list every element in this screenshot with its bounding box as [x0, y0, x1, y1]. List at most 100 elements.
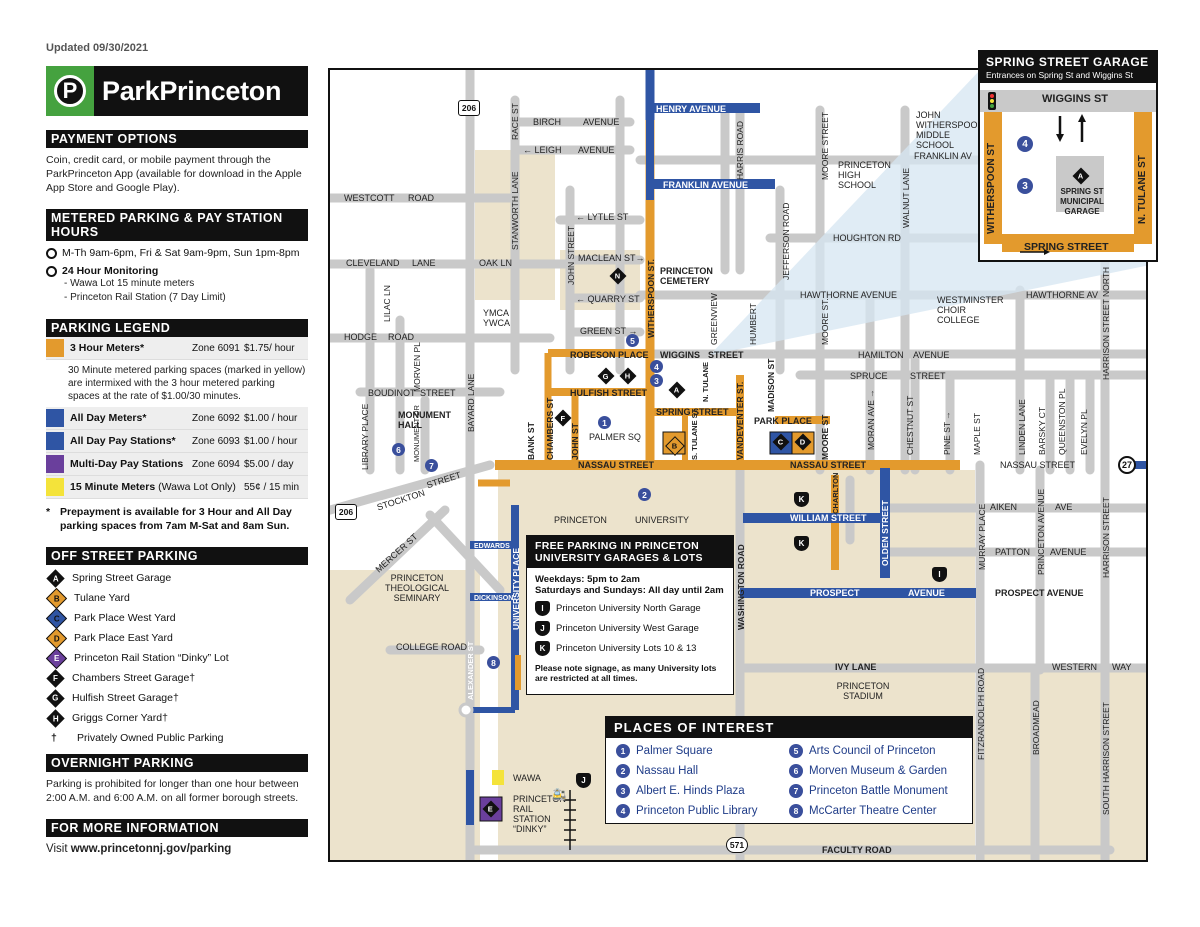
free-note: Please note signage, as many University … [535, 663, 717, 683]
label-bank-st: BANK ST [526, 422, 536, 460]
poi-pin-4[interactable]: 4 [650, 360, 663, 373]
place-item[interactable]: 4 Princeton Public Library [616, 802, 789, 819]
label-lytle: ← LYTLE ST [576, 212, 629, 222]
label-washington-road: WASHINGTON ROAD [736, 544, 746, 630]
legend-swatch [46, 409, 64, 427]
label-harrison-street: HARRISON STREET [1101, 497, 1111, 578]
garage-i-icon: I [535, 601, 550, 616]
label-avenue: AVENUE [1050, 547, 1087, 557]
place-item[interactable]: 1 Palmer Square [616, 742, 789, 759]
label-hodge: HODGE [344, 332, 378, 342]
poi-pin-6[interactable]: 6 [392, 443, 405, 456]
witherspoon-road [984, 112, 1002, 244]
hours-sub-1: - Wawa Lot 15 minute meters [64, 278, 195, 289]
label-jefferson-road: JEFFERSON ROAD [781, 202, 791, 280]
label-hawthorne-av: HAWTHORNE AV [1026, 290, 1099, 300]
label-avenue: AVENUE [908, 588, 945, 598]
poi-pin-2[interactable]: 2 [638, 488, 651, 501]
poi-pin-5[interactable]: 5 [626, 334, 639, 347]
place-label: Nassau Hall [636, 764, 698, 777]
label-broadmead: BROADMEAD [1031, 700, 1041, 755]
place-label: Arts Council of Princeton [809, 744, 936, 757]
label-walnut-lane: WALNUT LANE [901, 168, 911, 228]
more-info-link[interactable]: www.princetonnj.gov/parking [70, 843, 232, 855]
free-weekdays: Weekdays: 5pm to 2am [535, 574, 640, 585]
legend-swatch [46, 455, 64, 473]
route-571-shield: 571 [726, 837, 748, 853]
inset-spring-label: SPRING STREET [1024, 241, 1109, 253]
more-info-text: Visit www.princetonnj.gov/parking [46, 842, 308, 856]
marker-k-lot[interactable]: K [794, 536, 809, 551]
label-ywca: YWCA [483, 318, 510, 328]
label-stanworth: STANWORTH LANE [510, 171, 520, 250]
railroad [564, 790, 576, 850]
label-chambers-st: CHAMBERS ST [545, 397, 555, 460]
payment-heading: PAYMENT OPTIONS [46, 130, 308, 148]
legend-rate: $1.00 / hour [244, 412, 298, 424]
label-john-street: JOHN STREET [566, 225, 576, 285]
garage-a-icon: A [46, 568, 65, 588]
label-hamilton: HAMILTON [858, 350, 904, 360]
label-william-street: WILLIAM STREET [790, 513, 867, 523]
label-franklin-av: FRANKLIN AV [914, 151, 972, 161]
marker-k-lot[interactable]: K [794, 492, 809, 507]
offstreet-label: Park Place West Yard [74, 612, 176, 624]
poi-pin-8[interactable]: 8 [487, 656, 500, 669]
label-university: UNIVERSITY [635, 515, 690, 525]
inset-pin-3[interactable]: 3 [1017, 178, 1033, 194]
label-westminster: WESTMINSTER CHOIR COLLEGE [937, 295, 1004, 325]
label-olden-street: OLDEN STREET [880, 500, 890, 566]
label-alexander-st: ALEXANDER ST [466, 641, 475, 700]
inset-garage-label: SPRING ST MUNICIPAL GARAGE [1060, 187, 1104, 216]
marker-j-west-garage[interactable]: J [576, 773, 591, 788]
poi-pin-7[interactable]: 7 [425, 459, 438, 472]
places-heading: PLACES OF INTEREST [606, 717, 972, 738]
label-avenue: AVENUE [583, 117, 620, 127]
place-label: Princeton Public Library [636, 804, 758, 817]
route-206-shield: 206 [335, 504, 357, 520]
label-high-school: PRINCETON HIGH SCHOOL [838, 160, 891, 190]
place-label: Palmer Square [636, 744, 713, 757]
offstreet-label: Hulfish Street Garage† [72, 692, 179, 704]
label-moore-street: MOORE STREET [820, 111, 830, 180]
seminary-area [330, 570, 480, 860]
place-num: 4 [616, 803, 630, 818]
hours-row-1: M-Th 9am-6pm, Fri & Sat 9am-9pm, Sun 1pm… [46, 247, 308, 259]
label-murray-place: MURRAY PLACE [977, 503, 987, 570]
garage-j-icon: J [535, 621, 550, 636]
label-park-place: PARK PLACE [754, 416, 812, 426]
label-birch: BIRCH [533, 117, 562, 127]
label-hulfish: HULFISH STREET [570, 388, 648, 398]
label-avenue: AVENUE [913, 350, 950, 360]
wiggins-st-road [980, 90, 1156, 112]
label-ivy-lane: IVY LANE [835, 662, 877, 672]
place-num: 1 [616, 743, 630, 758]
three-hour-meters [478, 100, 960, 570]
lot-k-icon: K [535, 641, 550, 656]
poi-pin-1[interactable]: 1 [598, 416, 611, 429]
inset-title: SPRING STREET GARAGE [986, 55, 1149, 69]
label-green: GREEN ST → [580, 326, 638, 336]
offstreet-label: Park Place East Yard [74, 632, 173, 644]
legend-table: 3 Hour Meters* Zone 6091 $1.75/ hour 30 … [46, 337, 308, 499]
label-boudinot: BOUDINOT [368, 388, 416, 398]
label-vandeventer: VANDEVENTER ST. [735, 381, 745, 460]
marker-i-north-garage[interactable]: I [932, 567, 947, 582]
label-bayard-lane: BAYARD LANE [466, 373, 476, 432]
inset-pin-4[interactable]: 4 [1017, 136, 1033, 152]
label-cleveland: CLEVELAND [346, 258, 400, 268]
label-moran-ave: MORAN AVE → [866, 389, 876, 450]
inset-drawing [980, 88, 1156, 260]
free-parking-heading: FREE PARKING IN PRINCETON UNIVERSITY GAR… [527, 536, 733, 568]
poi-pin-3[interactable]: 3 [650, 374, 663, 387]
